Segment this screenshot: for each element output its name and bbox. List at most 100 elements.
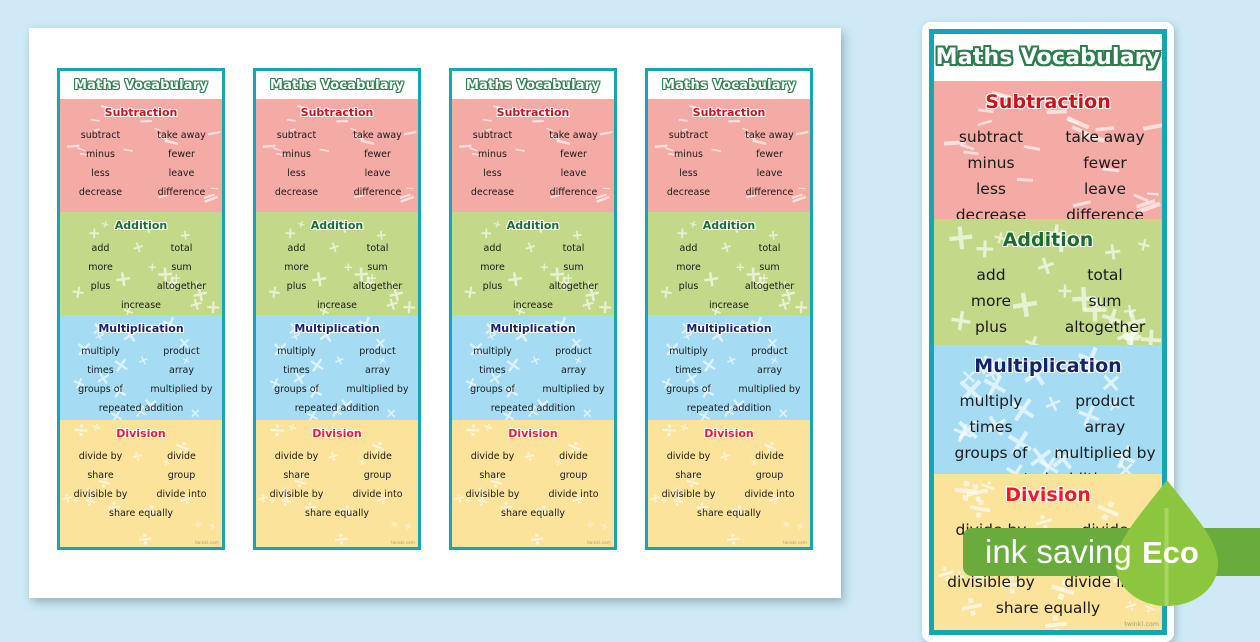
vocab-word: share equally bbox=[995, 598, 1101, 617]
vocab-word: repeated addition bbox=[98, 403, 184, 415]
section-heading-division: Division bbox=[704, 426, 754, 440]
vocab-word: subtract bbox=[668, 130, 709, 141]
bookmark-title-bar: Maths Vocabulary bbox=[452, 71, 614, 99]
vocab-word: times bbox=[969, 418, 1013, 437]
vocab-word: less bbox=[483, 168, 502, 179]
vocab-word: group bbox=[363, 469, 392, 481]
vocab-word: divide into bbox=[548, 488, 599, 500]
vocab-word: add bbox=[976, 266, 1006, 285]
vocab-word: multiplied by bbox=[738, 384, 801, 396]
vocab-word: divide bbox=[363, 450, 392, 462]
section-heading-multiplication: Multiplication bbox=[974, 355, 1122, 378]
vocab-word: increase bbox=[120, 299, 162, 311]
section-heading-division: Division bbox=[1005, 483, 1091, 506]
bookmark-title-bar: Maths Vocabulary bbox=[648, 71, 810, 99]
vocab-word: sum bbox=[367, 261, 388, 273]
bookmark-3: Maths Vocabulary−−−−−−−−−−−−−−−−Subtract… bbox=[449, 68, 617, 550]
vocab-word: array bbox=[561, 365, 586, 377]
vocab-word: multiply bbox=[81, 346, 120, 358]
vocab-word: add bbox=[287, 242, 306, 254]
vocab-word: divide into bbox=[352, 488, 403, 500]
vocab-word: times bbox=[283, 365, 310, 377]
vocab-word: take away bbox=[745, 130, 794, 141]
pattern-glyph-division: ÷ bbox=[331, 526, 351, 547]
vocab-word: fewer bbox=[1083, 154, 1127, 172]
vocab-word: altogether bbox=[548, 280, 599, 292]
bookmark-title: Maths Vocabulary bbox=[465, 77, 601, 93]
vocab-word: increase bbox=[512, 299, 554, 311]
vocab-word: repeated addition bbox=[490, 403, 576, 415]
vocab-word: less bbox=[287, 168, 306, 179]
vocab-word: multiplied by bbox=[1054, 444, 1156, 463]
vocab-word: total bbox=[170, 242, 193, 254]
vocab-word: altogether bbox=[156, 280, 207, 292]
vocab-word: increase bbox=[708, 299, 750, 311]
vocab-word: leave bbox=[168, 168, 195, 179]
vocab-word: total bbox=[1087, 266, 1123, 285]
vocab-word: plus bbox=[90, 280, 111, 292]
vocab-word: share bbox=[87, 469, 114, 481]
vocab-word: plus bbox=[286, 280, 307, 292]
watermark: twinkl.com bbox=[195, 540, 219, 545]
vocab-word: share bbox=[675, 469, 702, 481]
vocab-word: fewer bbox=[560, 149, 587, 160]
bookmark-title: Maths Vocabulary bbox=[661, 77, 797, 93]
vocab-word: total bbox=[562, 242, 585, 254]
vocab-word: less bbox=[679, 168, 698, 179]
section-heading-addition: Addition bbox=[702, 218, 756, 232]
vocab-word: multiply bbox=[669, 346, 708, 358]
vocab-word: add bbox=[91, 242, 110, 254]
vocab-word: divisible by bbox=[269, 488, 324, 500]
vocab-word: add bbox=[483, 242, 502, 254]
vocab-word: array bbox=[757, 365, 782, 377]
vocab-word: decrease bbox=[955, 206, 1027, 220]
vocab-word: increase bbox=[316, 299, 358, 311]
vocab-word: groups of bbox=[666, 384, 711, 396]
vocab-word: decrease bbox=[274, 187, 319, 198]
vocab-word: difference bbox=[745, 187, 794, 198]
vocab-word: multiply bbox=[473, 346, 512, 358]
vocab-word: divisible by bbox=[947, 572, 1035, 591]
section-heading-multiplication: Multiplication bbox=[490, 322, 576, 336]
vocab-word: take away bbox=[549, 130, 598, 141]
vocab-word: subtract bbox=[958, 128, 1024, 146]
vocab-word: divisible by bbox=[73, 488, 128, 500]
section-heading-division: Division bbox=[116, 426, 166, 440]
watermark: twinkl.com bbox=[587, 540, 611, 545]
vocab-word: decrease bbox=[470, 187, 515, 198]
vocab-word: take away bbox=[1065, 128, 1145, 146]
eco-ink-saving-label: ink saving bbox=[985, 533, 1132, 570]
section-heading-addition: Addition bbox=[114, 218, 168, 232]
bookmark-4: Maths Vocabulary−−−−−−−−−−−−−−−−Subtract… bbox=[645, 68, 813, 550]
vocab-word: subtract bbox=[80, 130, 121, 141]
vocab-word: share equally bbox=[109, 507, 173, 519]
vocab-word: divisible by bbox=[661, 488, 716, 500]
vocab-word: product bbox=[1075, 392, 1135, 411]
vocab-word: more bbox=[88, 261, 113, 273]
vocab-word: sum bbox=[759, 261, 780, 273]
section-heading-subtraction: Subtraction bbox=[985, 91, 1111, 113]
vocab-word: divisible by bbox=[465, 488, 520, 500]
vocab-word: multiplied by bbox=[150, 384, 213, 396]
vocab-word: group bbox=[167, 469, 196, 481]
vocab-word: total bbox=[366, 242, 389, 254]
section-heading-addition: Addition bbox=[310, 218, 364, 232]
vocab-word: decrease bbox=[78, 187, 123, 198]
vocab-word: subtract bbox=[472, 130, 513, 141]
vocab-word: groups of bbox=[954, 444, 1028, 463]
